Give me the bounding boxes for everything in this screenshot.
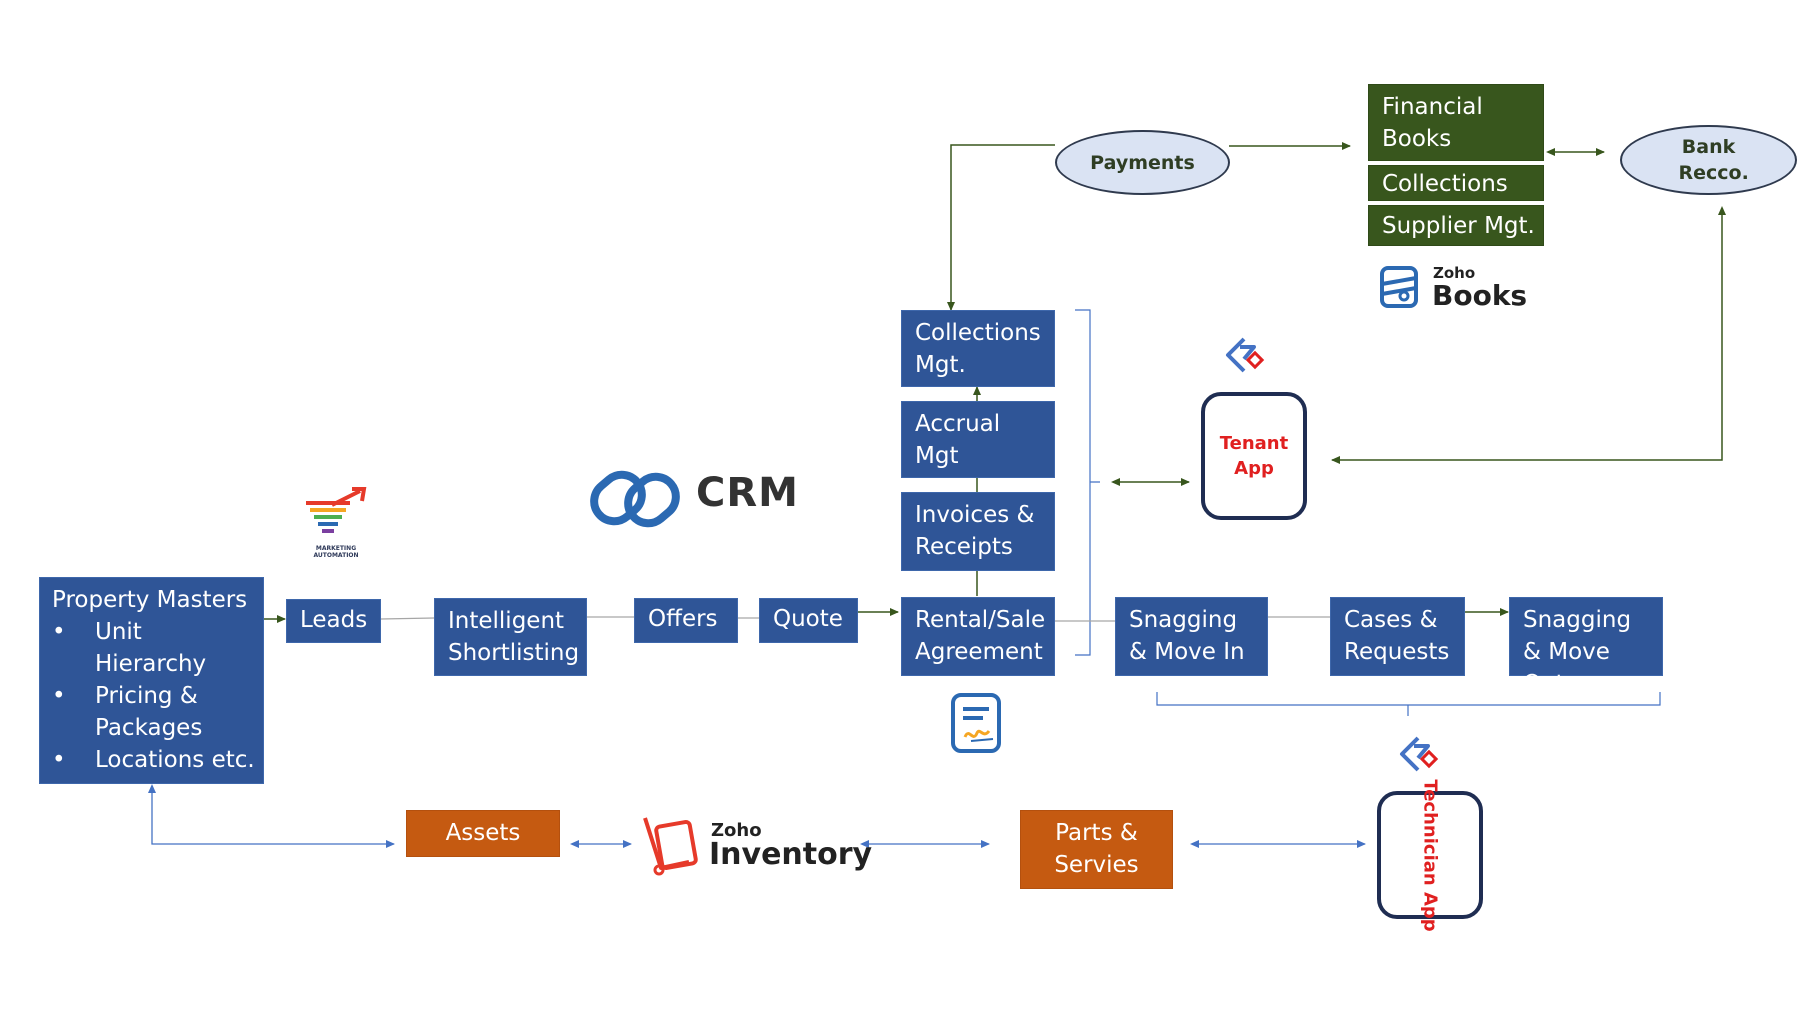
zoho-inventory-small-text: Zoho xyxy=(711,820,762,841)
collections-mgt-box: Collections Mgt. xyxy=(901,310,1055,387)
shortlisting-box: Intelligent Shortlisting xyxy=(434,598,587,676)
invoices-label: Invoices & Receipts xyxy=(915,502,1035,560)
leads-shortlisting-connector xyxy=(380,617,435,620)
assets-box: Assets xyxy=(406,810,560,857)
quote-box: Quote xyxy=(759,598,858,643)
technician-app-diamond-icon xyxy=(1400,736,1439,772)
financial-books-box: Financial Books xyxy=(1368,84,1544,161)
books-collections-label: Collections xyxy=(1382,171,1508,197)
payments-ellipse: Payments xyxy=(1055,130,1230,195)
property-masters-title: Property Masters xyxy=(52,587,248,613)
snagging-move-out-label: Snagging & Move Out xyxy=(1523,607,1632,697)
tenant-app-diamond-icon xyxy=(1226,337,1265,373)
zoho-books-logo-icon xyxy=(1380,266,1418,308)
property-masters-item: Locations etc. xyxy=(52,744,255,776)
books-collections-box: Collections xyxy=(1368,165,1544,201)
payments-label: Payments xyxy=(1090,151,1195,174)
shortlisting-label: Intelligent Shortlisting xyxy=(448,608,580,666)
crm-logo-icon xyxy=(590,470,680,528)
zoho-inventory-big-text: Inventory xyxy=(709,837,873,872)
tenant-app-label: Tenant App xyxy=(1219,433,1289,479)
bank-tenant-connector xyxy=(1331,206,1726,464)
leads-box: Leads xyxy=(286,599,381,643)
accrual-box: Accrual Mgt xyxy=(901,401,1055,478)
payments-to-collections-connector xyxy=(947,144,1055,311)
snagging-move-in-box: Snagging & Move In xyxy=(1115,597,1268,676)
technician-app-label: Technician App xyxy=(1419,778,1441,932)
snagging-move-out-box: Snagging & Move Out xyxy=(1509,597,1663,697)
property-masters-item: Pricing & Packages xyxy=(52,680,215,744)
bank-recco-label: Bank Recco. xyxy=(1678,136,1749,184)
offers-label: Offers xyxy=(648,606,718,632)
supplier-mgt-label: Supplier Mgt. xyxy=(1382,213,1535,239)
agreement-label: Rental/Sale Agreement xyxy=(915,607,1046,665)
zoho-books-small-text: Zoho xyxy=(1433,264,1476,282)
tenant-app-phone: Tenant App xyxy=(1201,392,1307,520)
quote-label: Quote xyxy=(773,606,843,632)
leads-label: Leads xyxy=(300,607,368,633)
cases-requests-label: Cases & Requests xyxy=(1344,607,1450,665)
property-masters-item: Unit Hierarchy xyxy=(52,616,215,680)
financial-books-label: Financial Books xyxy=(1382,94,1483,152)
signature-document-icon xyxy=(951,693,1001,753)
marketing-automation-icon xyxy=(306,487,367,533)
offers-box: Offers xyxy=(634,598,738,643)
collections-mgt-label: Collections Mgt. xyxy=(915,320,1041,378)
property-masters-list: Unit Hierarchy Pricing & Packages Locati… xyxy=(52,616,255,776)
snagging-move-in-label: Snagging & Move In xyxy=(1129,607,1245,665)
supplier-mgt-box: Supplier Mgt. xyxy=(1368,205,1544,246)
parts-services-box: Parts & Servies xyxy=(1020,810,1173,889)
technician-app-phone: Technician App xyxy=(1377,779,1483,931)
agreement-box: Rental/Sale Agreement xyxy=(901,597,1055,676)
stack-brace xyxy=(1075,309,1100,656)
accrual-label: Accrual Mgt xyxy=(915,411,1001,469)
bank-recco-ellipse: Bank Recco. xyxy=(1620,125,1797,195)
cases-requests-box: Cases & Requests xyxy=(1330,597,1465,676)
zoho-inventory-logo-icon xyxy=(643,817,698,876)
invoices-box: Invoices & Receipts xyxy=(901,492,1055,571)
assets-label: Assets xyxy=(445,820,521,846)
technician-brace xyxy=(1156,692,1661,716)
parts-services-label: Parts & Servies xyxy=(1054,820,1139,878)
masters-assets-connector xyxy=(148,784,395,848)
marketing-automation-text: MARKETING AUTOMATION xyxy=(313,545,359,559)
crm-logo-text: CRM xyxy=(696,470,799,516)
zoho-books-big-text: Books xyxy=(1432,279,1528,312)
property-masters-box: Property Masters Unit Hierarchy Pricing … xyxy=(39,577,264,784)
